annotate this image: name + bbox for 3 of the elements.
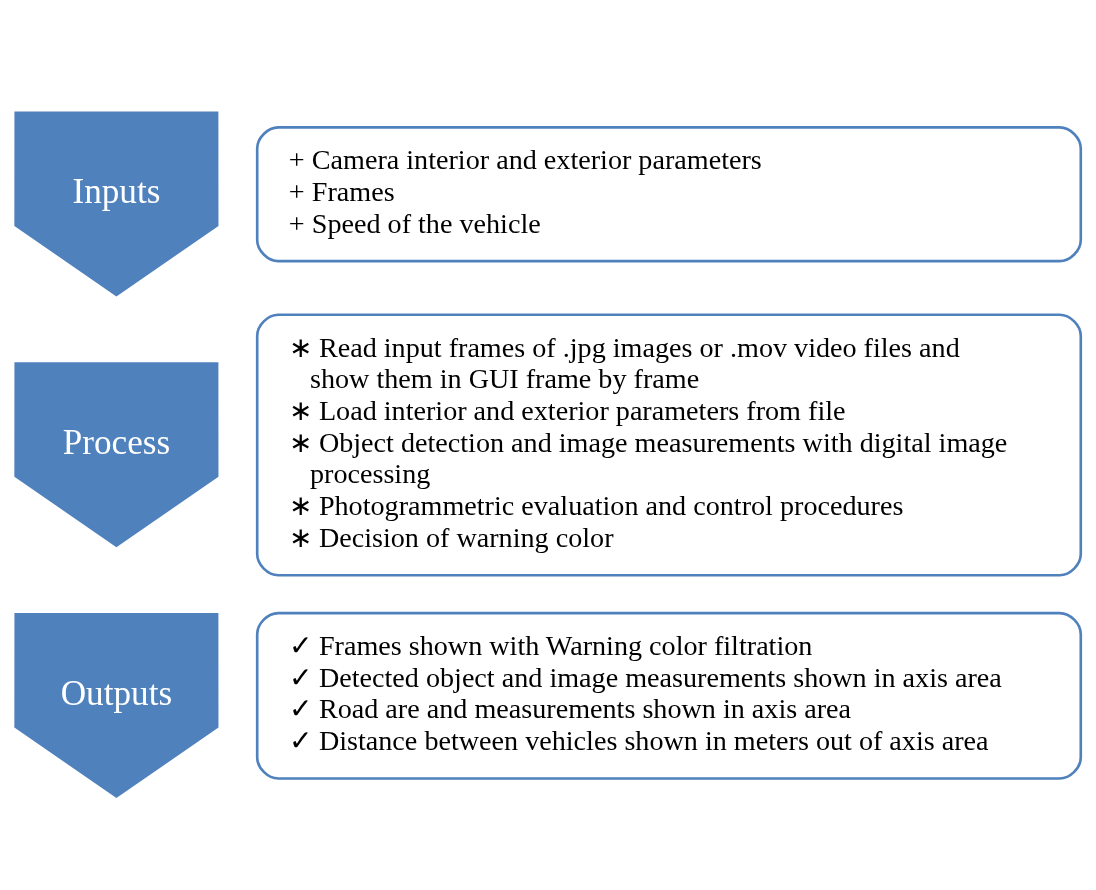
node-box: ∗ Read input frames of .jpg images or .mov video files and show them in GUI frame by frame ∗ Load interior and exterior parameters from file ∗ Object detection and image measurements with digital image processing ∗ Photogrammetric evaluation and control procedures ∗ Decision of warning color: [255, 313, 1083, 577]
node-box: ✓ Frames shown with Warning color filtration ✓ Detected object and image measurements shown in axis area ✓ Road are and measurements shown in axis area ✓ Distance between vehicles shown in meters out of axis area: [255, 611, 1083, 780]
node-box: + Camera interior and exterior parameters + Frames + Speed of the vehicle: [255, 126, 1083, 263]
